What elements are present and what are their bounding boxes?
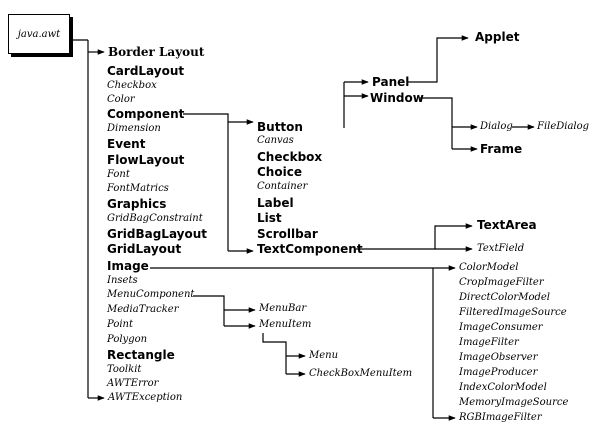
node-menu: Menu: [309, 350, 339, 361]
node-applet: Applet: [475, 30, 520, 44]
node-list: List: [257, 211, 282, 225]
node-image: Image: [107, 259, 149, 273]
node-menu-item: MenuItem: [259, 319, 312, 330]
arrow-text-area: [356, 223, 473, 250]
component-connector: [183, 113, 229, 251]
node-memory-image-source: MemoryImageSource: [459, 397, 569, 408]
node-button: Button: [257, 120, 303, 134]
node-event: Event: [107, 137, 146, 151]
root-package-box: java.awt: [8, 14, 70, 54]
node-polygon: Polygon: [107, 334, 148, 345]
node-card-layout: CardLayout: [107, 64, 185, 78]
node-text-area: TextArea: [477, 218, 537, 232]
node-checkbox-menu-item: CheckBoxMenuItem: [309, 368, 413, 379]
menu-component-connector: [193, 295, 225, 326]
node-crop-image-filter: CropImageFilter: [459, 277, 544, 288]
node-font-metrics: FontMatrics: [107, 183, 169, 194]
node-direct-color-model: DirectColorModel: [459, 292, 550, 303]
node-container: Container: [257, 181, 308, 192]
node-image-observer: ImageObserver: [459, 352, 538, 363]
node-image-consumer: ImageConsumer: [459, 322, 543, 333]
node-checkbox: Checkbox: [257, 150, 323, 164]
menu-item-connector: [262, 333, 287, 374]
window-connector: [420, 97, 453, 149]
node-rgb-image-filter: RGBImageFilter: [459, 412, 542, 423]
arrow-applet: [407, 35, 469, 83]
node-graphics: Graphics: [107, 197, 167, 211]
node-rectangle: Rectangle: [107, 348, 175, 362]
node-menu-component: MenuComponent: [107, 289, 195, 300]
node-grid-layout: GridLayout: [107, 242, 182, 256]
node-color-model: ColorModel: [459, 262, 519, 273]
node-insets: Insets: [107, 275, 138, 286]
node-canvas: Canvas: [257, 135, 294, 146]
node-menu-bar: MenuBar: [259, 303, 307, 314]
node-awt-exception: AWTException: [108, 392, 183, 403]
node-text-field: TextField: [477, 243, 525, 254]
node-image-producer: ImageProducer: [459, 367, 538, 378]
root-package-label: java.awt: [17, 28, 61, 40]
node-toolkit: Toolkit: [107, 364, 142, 375]
node-font: Font: [107, 169, 130, 180]
node-dialog: Dialog: [480, 121, 513, 132]
node-window: Window: [370, 91, 424, 105]
node-index-color-model: IndexColorModel: [459, 382, 547, 393]
node-scrollbar: Scrollbar: [257, 227, 318, 241]
node-frame: Frame: [480, 142, 523, 156]
node-flow-layout: FlowLayout: [107, 153, 185, 167]
node-filtered-image-source: FilteredImageSource: [459, 307, 567, 318]
node-media-tracker: MediaTracker: [107, 304, 179, 315]
node-file-dialog: FileDialog: [537, 121, 590, 132]
node-checkbox-class: Checkbox: [107, 80, 157, 91]
node-color: Color: [107, 94, 135, 105]
node-image-filter: ImageFilter: [459, 337, 519, 348]
node-choice: Choice: [257, 165, 302, 179]
node-dimension: Dimension: [107, 123, 161, 134]
node-component: Component: [107, 107, 185, 121]
node-grid-bag-layout: GridBagLayout: [107, 227, 208, 241]
node-text-component: TextComponent: [257, 242, 363, 256]
node-grid-bag-constraint: GridBagConstraint: [107, 213, 203, 224]
node-panel: Panel: [372, 75, 410, 89]
node-border-layout: Border Layout: [108, 45, 205, 59]
node-awt-error: AWTError: [107, 378, 159, 389]
node-point: Point: [107, 319, 134, 330]
node-label: Label: [257, 196, 294, 210]
